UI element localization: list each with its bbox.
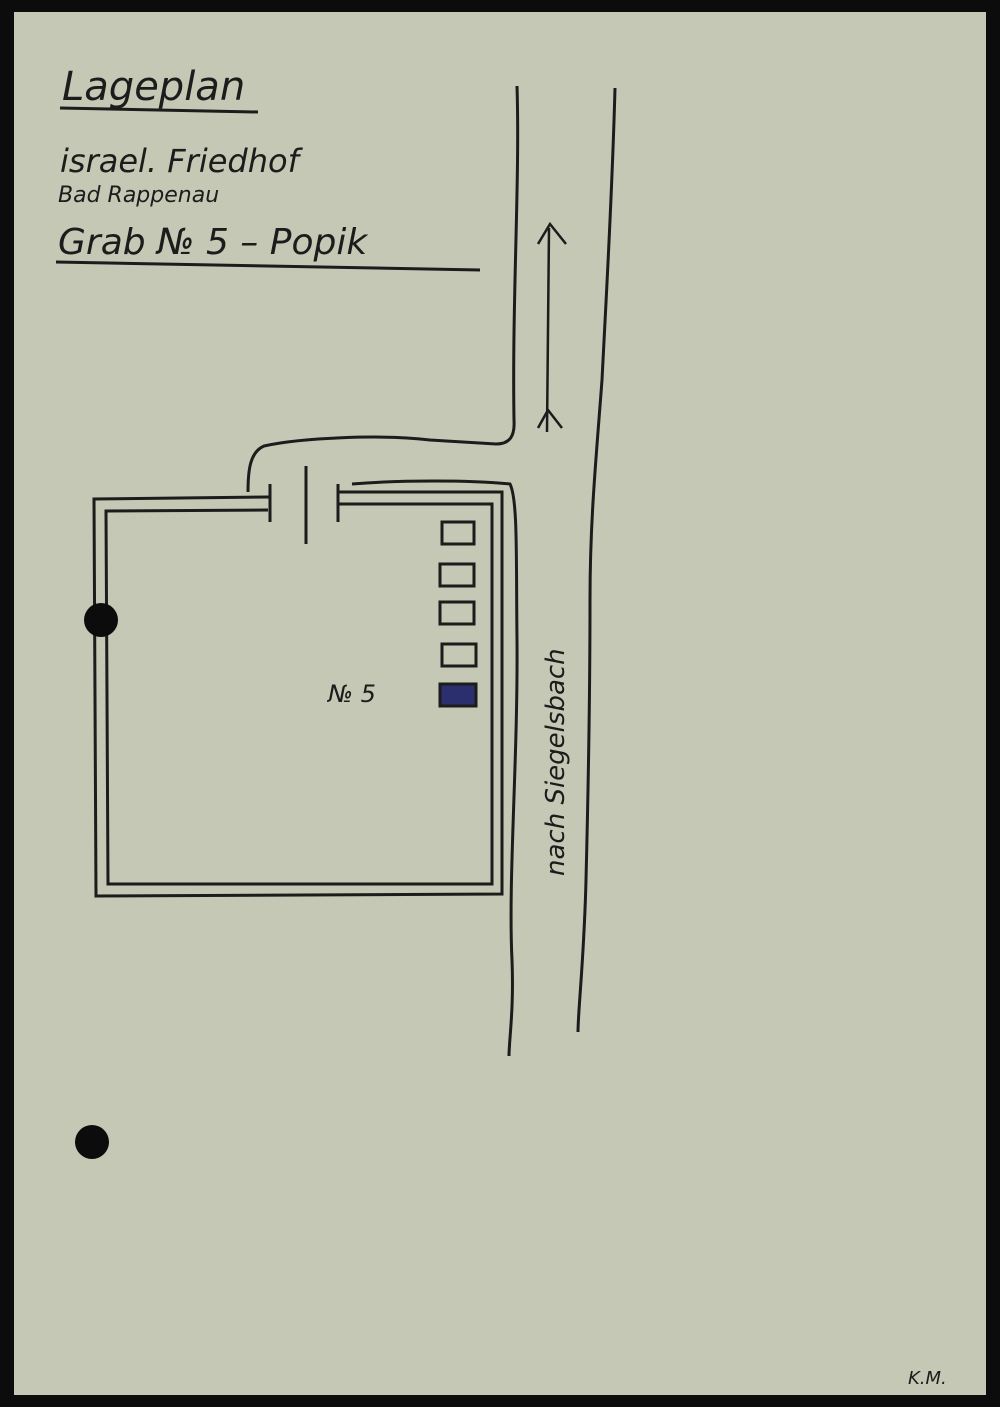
punch-hole-lower bbox=[75, 1125, 109, 1159]
grave-5-marker bbox=[438, 682, 478, 708]
road-label: nach Siegelsbach bbox=[541, 648, 571, 876]
road-left-edge-lower bbox=[351, 479, 519, 1057]
grave-heading-underline bbox=[55, 260, 481, 272]
grave-plot-2 bbox=[438, 562, 476, 588]
cemetery-name: israel. Friedhof bbox=[60, 142, 304, 180]
grave-plot-3 bbox=[438, 600, 476, 626]
author-initials: K.M. bbox=[908, 1368, 947, 1389]
grave-plot-4 bbox=[440, 642, 478, 668]
punch-hole-upper bbox=[84, 603, 118, 637]
road-right-edge bbox=[576, 87, 617, 1033]
paper-sheet bbox=[14, 12, 986, 1395]
road-left-edge bbox=[246, 85, 520, 493]
grave-heading: Grab № 5 – Popik bbox=[58, 222, 369, 263]
town-name: Bad Rappenau bbox=[58, 183, 219, 208]
plan-title: Lageplan bbox=[62, 64, 245, 110]
grave-plot-1 bbox=[440, 520, 476, 546]
grave-5-label: № 5 bbox=[326, 680, 376, 708]
grave-plots bbox=[438, 520, 478, 668]
title-underline bbox=[59, 106, 259, 114]
direction-arrow-icon bbox=[536, 221, 567, 433]
cemetery-wall bbox=[92, 490, 504, 898]
gate-entrance bbox=[268, 466, 340, 544]
